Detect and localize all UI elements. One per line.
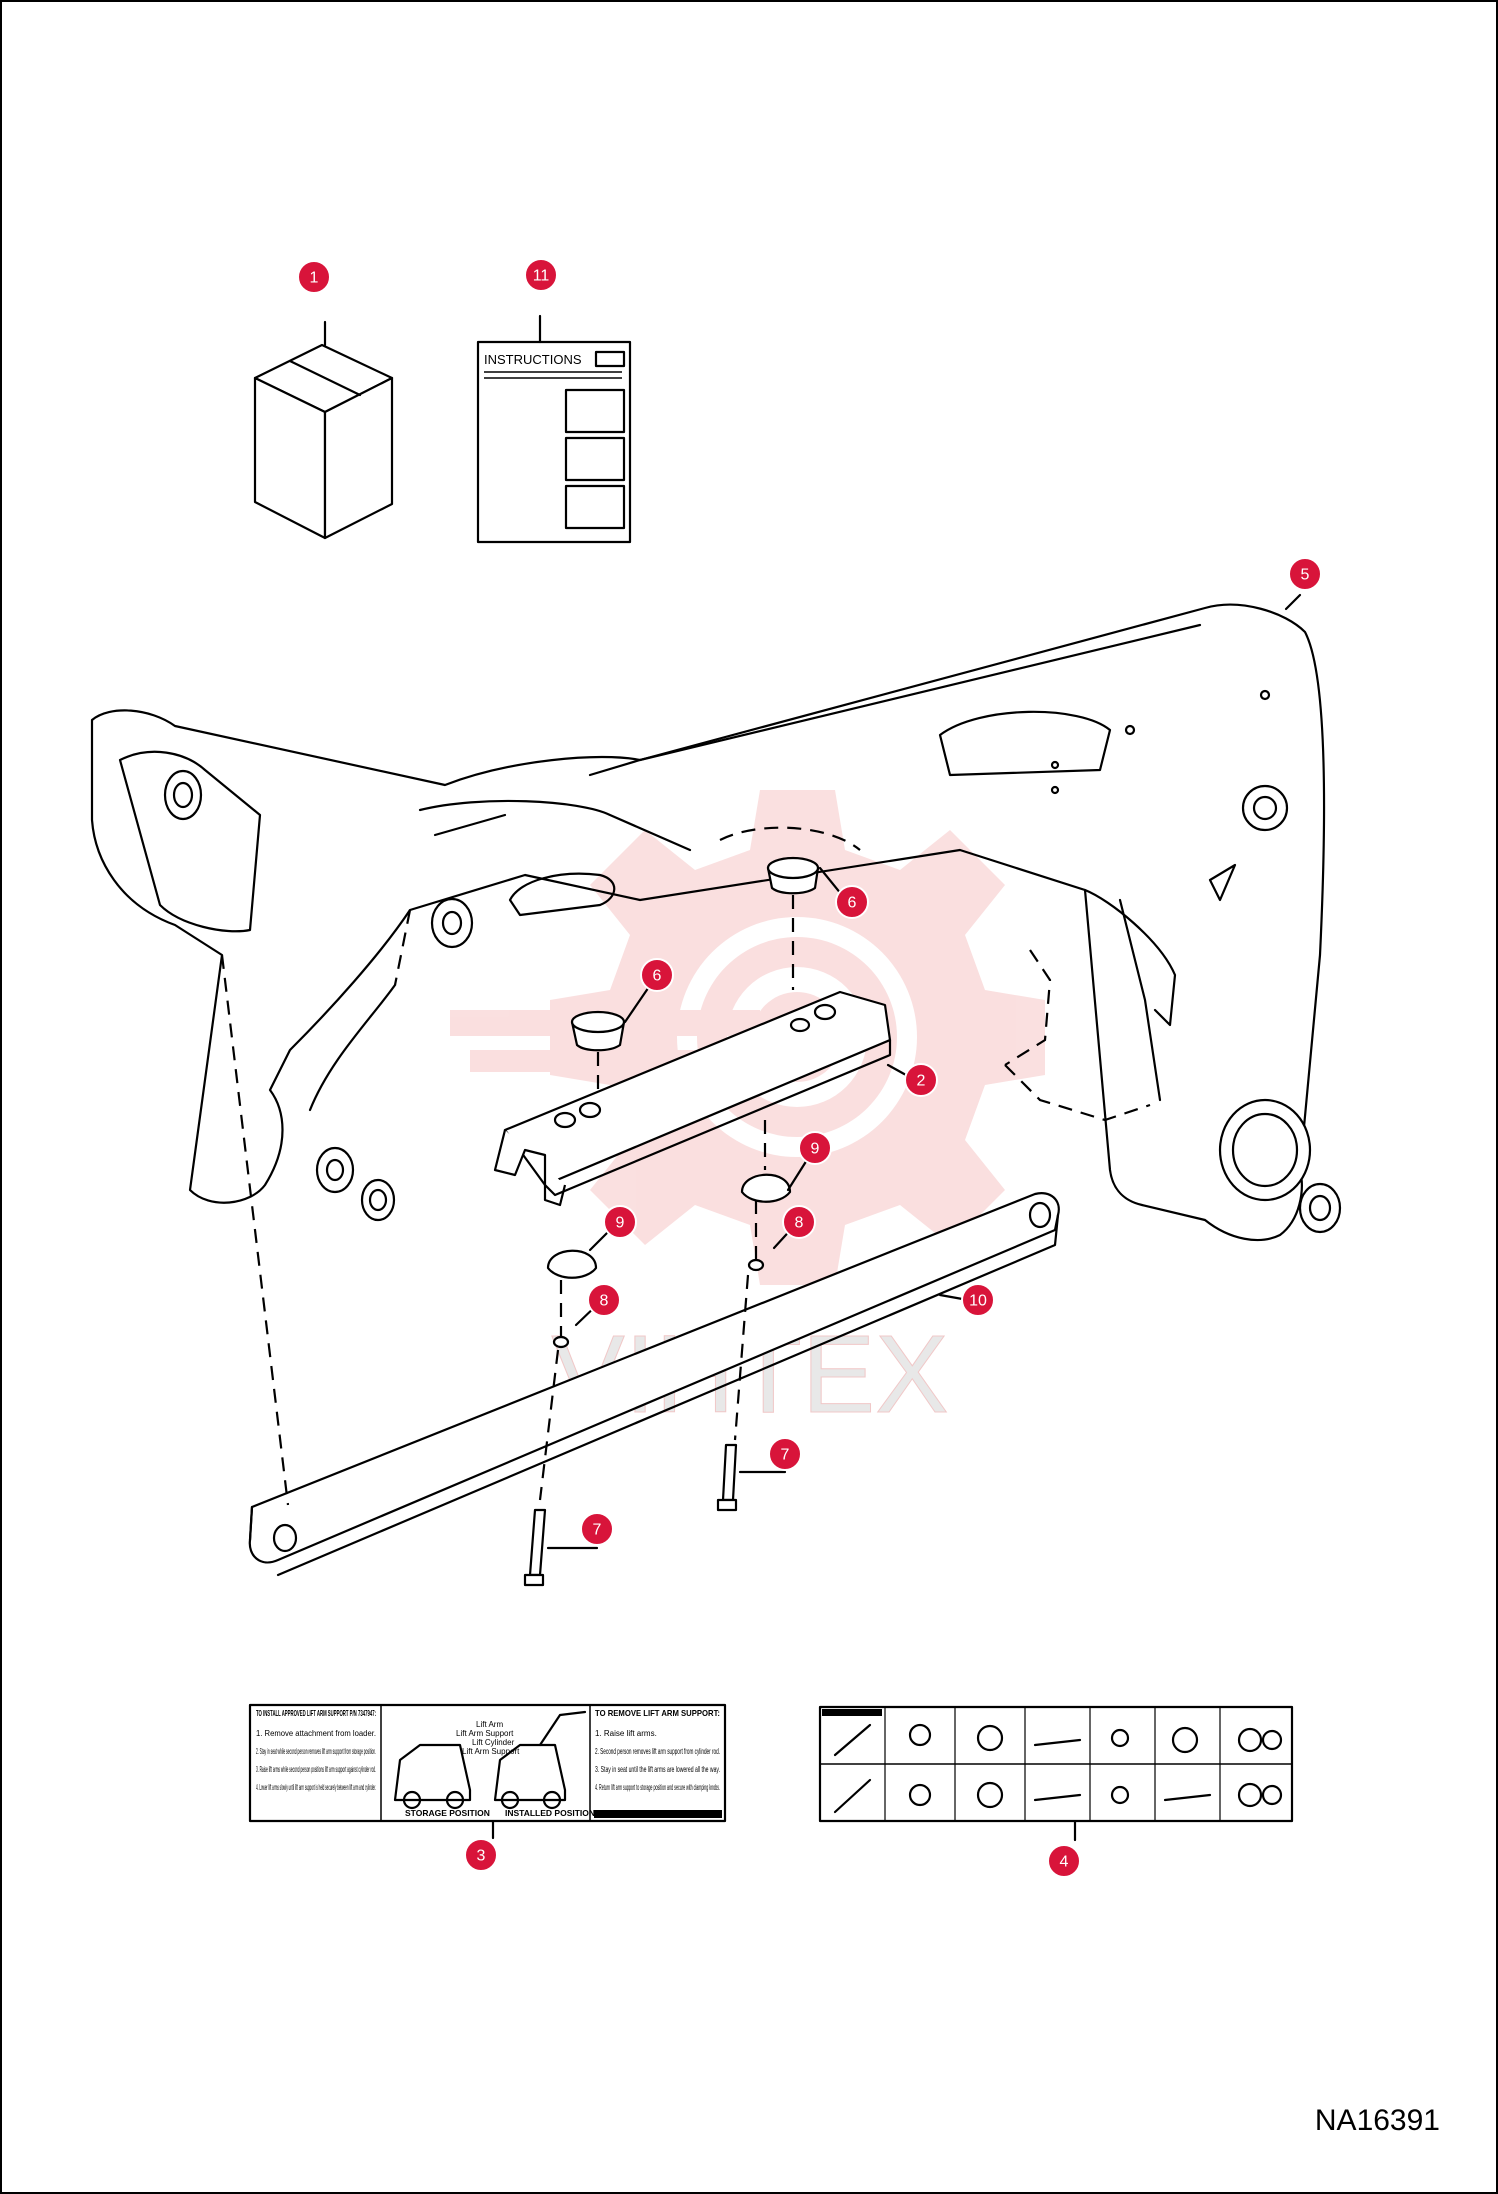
support-bar [248, 1192, 1060, 1577]
callout-number: 8 [600, 1293, 609, 1310]
callout-number: 3 [477, 1848, 486, 1865]
callout-2: 2 [904, 1063, 938, 1097]
callout-number: 7 [593, 1522, 602, 1539]
decal-pictorial-warning [818, 1705, 1294, 1823]
callout-number: 8 [795, 1215, 804, 1232]
decal3-storage-caption: STORAGE POSITION [405, 1808, 490, 1818]
callout-circle [1288, 557, 1322, 591]
callout-circle [782, 1205, 816, 1239]
callout-9: 9 [603, 1205, 637, 1239]
decal-lift-arm-support: TO INSTALL APPROVED LIFT ARM SUPPORT P/N… [248, 1703, 727, 1823]
callout-8: 8 [587, 1283, 621, 1317]
callout-number: 10 [969, 1293, 987, 1310]
callout-circle [961, 1283, 995, 1317]
decal3-right-step-1: 1. Raise lift arms. [595, 1729, 657, 1738]
decal3-right-step-2: 2. Second person removes lift arm suppor… [595, 1747, 720, 1756]
callout-circle [587, 1283, 621, 1317]
callout-circle [640, 958, 674, 992]
callout-3: 3 [464, 1838, 498, 1872]
callout-circle [524, 258, 558, 292]
decal3-right-title: TO REMOVE LIFT ARM SUPPORT: [595, 1708, 720, 1718]
callout-11: 11 [524, 258, 558, 292]
callout-circle [580, 1512, 614, 1546]
callout-9: 9 [798, 1131, 832, 1165]
callout-number: 4 [1060, 1854, 1069, 1871]
bumper-cap-right [716, 1120, 792, 1512]
decal3-left-title: TO INSTALL APPROVED LIFT ARM SUPPORT P/N… [256, 1708, 376, 1718]
callout-circle [835, 885, 869, 919]
clamping-knob-right [766, 856, 820, 990]
decal3-left-step-3: 3. Raise lift arms while second person p… [256, 1765, 376, 1774]
callout-number: 1 [310, 270, 319, 287]
callout-circle [904, 1063, 938, 1097]
callout-6: 6 [835, 885, 869, 919]
instructions-sheet: INSTRUCTIONS [476, 314, 632, 544]
decal3-label-lift-arm: Lift Arm [476, 1720, 503, 1729]
callout-number: 5 [1301, 567, 1310, 584]
decal3-label-support-2: Lift Arm Support [462, 1747, 520, 1756]
decal3-right-step-4: 4. Return lift arm support to storage po… [595, 1783, 720, 1792]
callout-number: 2 [917, 1073, 926, 1090]
callout-number: 9 [811, 1141, 820, 1158]
callout-circle [798, 1131, 832, 1165]
decal3-label-cylinder: Lift Cylinder [472, 1738, 515, 1747]
callout-circle [464, 1838, 498, 1872]
callout-7: 7 [768, 1437, 802, 1471]
callout-6: 6 [640, 958, 674, 992]
kit-box [253, 320, 394, 540]
callout-number: 11 [533, 268, 550, 285]
clamping-knob-left [570, 1010, 626, 1090]
decal3-left-step-4: 4. Lower lift arms slowly until lift arm… [256, 1783, 376, 1792]
callout-circle [1047, 1844, 1081, 1878]
decal3-left-step-2: 2. Stay in seat while second person remo… [256, 1747, 376, 1756]
decal3-right-step-3: 3. Stay in seat until the lift arms are … [595, 1765, 720, 1774]
callout-number: 7 [781, 1447, 790, 1464]
decal3-installed-caption: INSTALLED POSITION [505, 1808, 595, 1818]
callout-number: 6 [653, 968, 662, 985]
bumper-cap-left [523, 1249, 598, 1587]
callout-7: 7 [580, 1512, 614, 1546]
loader-lift-arm [90, 603, 1342, 1242]
callout-10: 10 [961, 1283, 995, 1317]
callout-5: 5 [1288, 557, 1322, 591]
decal3-label-support: Lift Arm Support [456, 1729, 514, 1738]
drawing-code: NA16391 [1315, 2104, 1440, 2137]
callout-number: 9 [616, 1215, 625, 1232]
callout-8: 8 [782, 1205, 816, 1239]
callout-number: 6 [848, 895, 857, 912]
decal3-left-step-1: 1. Remove attachment from loader. [256, 1729, 376, 1738]
callout-circle [297, 260, 331, 294]
callout-4: 4 [1047, 1844, 1081, 1878]
support-channel [493, 990, 892, 1207]
callout-1: 1 [297, 260, 331, 294]
callout-circle [768, 1437, 802, 1471]
callout-circle [603, 1205, 637, 1239]
instructions-label: INSTRUCTIONS [484, 352, 582, 367]
